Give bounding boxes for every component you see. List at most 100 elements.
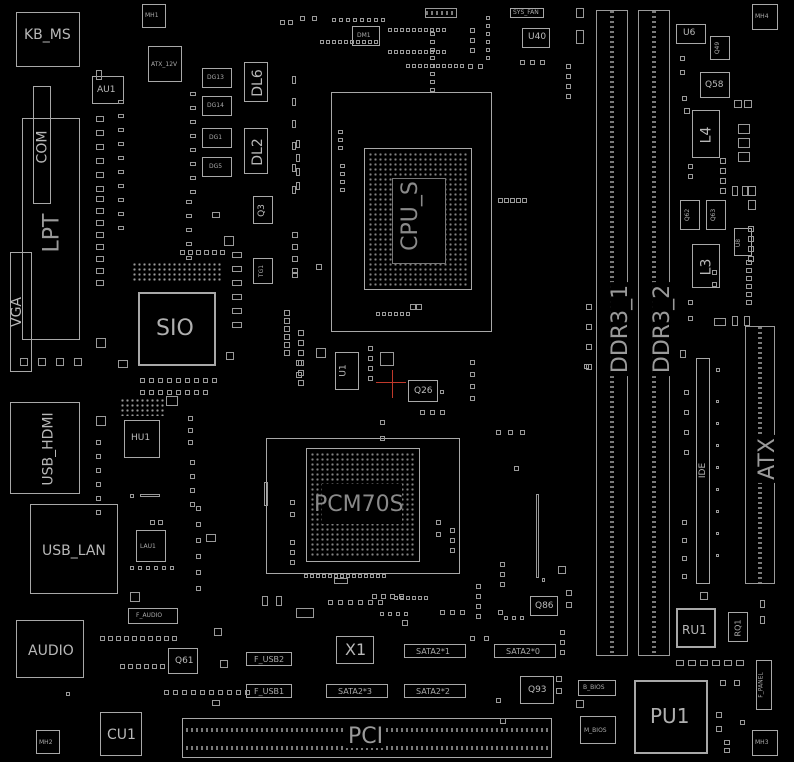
passive-pad — [420, 410, 425, 415]
passive-pad — [560, 650, 565, 655]
passive-pad — [440, 410, 445, 415]
passive-pad — [368, 346, 373, 351]
passive-pad — [328, 600, 333, 605]
ddr3-2-label: DDR3_2 — [650, 281, 675, 377]
passive-pad — [332, 40, 336, 44]
mh3-mount — [752, 730, 778, 756]
passive-pad — [442, 64, 446, 68]
passive-pad — [436, 64, 440, 68]
passive-pad — [680, 70, 685, 75]
passive-pad — [190, 120, 196, 124]
passive-pad — [296, 182, 300, 190]
passive-pad — [470, 636, 475, 641]
sata2-1-label: SATA2*1 — [416, 647, 450, 656]
dg14-label: DG14 — [207, 102, 224, 109]
passive-pad — [448, 64, 452, 68]
passive-pad — [746, 276, 752, 281]
passive-pad — [436, 520, 441, 525]
passive-pad — [720, 178, 726, 184]
passive-pad — [352, 574, 356, 578]
passive-pad — [424, 28, 428, 32]
passive-pad — [190, 502, 195, 507]
dl2-label: DL2 — [249, 138, 266, 166]
passive-pad — [520, 616, 524, 620]
q58-transistor — [700, 72, 730, 98]
passive-pad — [450, 610, 455, 615]
passive-pad — [394, 312, 398, 316]
passive-pad — [732, 186, 738, 196]
passive-pad — [724, 740, 730, 745]
usb-hdmi-connector — [10, 402, 80, 494]
pcm70s-outline — [266, 438, 460, 574]
passive-pad — [442, 50, 446, 54]
passive-pad — [496, 430, 501, 435]
passive-pad — [96, 172, 104, 178]
passive-pad — [226, 352, 234, 360]
passive-pad — [292, 142, 296, 150]
passive-pad — [748, 226, 754, 232]
u6-label: U6 — [683, 28, 696, 38]
passive-pad — [176, 390, 181, 395]
passive-pad — [498, 610, 503, 615]
passive-pad — [140, 494, 160, 497]
f-usb1-header — [246, 684, 292, 698]
sata2-0-connector — [494, 644, 556, 658]
passive-pad — [290, 550, 295, 555]
passive-pad — [188, 416, 193, 421]
passive-pad — [436, 532, 441, 537]
passive-pad — [116, 636, 121, 641]
f-audio-label: F_AUDIO — [136, 612, 163, 619]
passive-pad — [380, 612, 384, 616]
passive-pad — [182, 690, 187, 695]
passive-pad — [232, 322, 242, 328]
cu1-chip — [100, 712, 142, 756]
passive-pad — [284, 318, 290, 324]
passive-pad — [190, 474, 195, 479]
passive-pad — [394, 596, 398, 600]
passive-pad — [368, 376, 373, 381]
pu1-chip — [634, 680, 708, 754]
passive-pad — [504, 616, 508, 620]
atx-label: ATX — [755, 435, 780, 483]
pcm70s-pad-area — [306, 448, 420, 562]
passive-pad — [486, 48, 490, 52]
passive-pad — [296, 140, 300, 148]
passive-pad — [716, 532, 719, 535]
passive-pad — [738, 138, 750, 148]
passive-pad — [712, 282, 717, 287]
passive-pad — [284, 350, 290, 356]
q49-transistor — [710, 36, 730, 60]
tg1-chip — [253, 258, 273, 284]
l4-label: L4 — [698, 126, 715, 144]
passive-pad — [358, 600, 363, 605]
passive-pad — [738, 124, 750, 134]
q62-label: Q62 — [684, 208, 692, 222]
atx-12v-connector — [148, 46, 182, 82]
passive-pad — [436, 50, 440, 54]
lau1-label: LAU1 — [140, 543, 156, 550]
rq1-label: RQ1 — [733, 619, 743, 637]
passive-pad — [430, 32, 435, 36]
passive-pad — [148, 636, 153, 641]
cpu-pad-area — [364, 148, 472, 290]
passive-pad — [748, 200, 756, 210]
q3-label: Q3 — [256, 204, 267, 217]
passive-pad — [576, 8, 584, 18]
passive-pad — [194, 378, 199, 383]
passive-pad — [744, 100, 752, 108]
passive-pad — [496, 698, 501, 703]
passive-pad — [232, 280, 242, 286]
passive-pad — [566, 590, 572, 596]
passive-pad — [720, 158, 726, 164]
passive-pad — [360, 18, 364, 22]
u8-chip — [734, 228, 752, 256]
q93-transistor — [520, 676, 554, 704]
pci-slot-pins-bottom — [186, 744, 548, 752]
sio-label: SIO — [156, 316, 194, 341]
passive-pad — [440, 610, 445, 615]
passive-pad — [404, 612, 408, 616]
passive-pad — [118, 198, 124, 202]
passive-pad — [760, 616, 765, 624]
passive-pad — [118, 360, 128, 368]
pci-label: PCI — [346, 724, 386, 749]
